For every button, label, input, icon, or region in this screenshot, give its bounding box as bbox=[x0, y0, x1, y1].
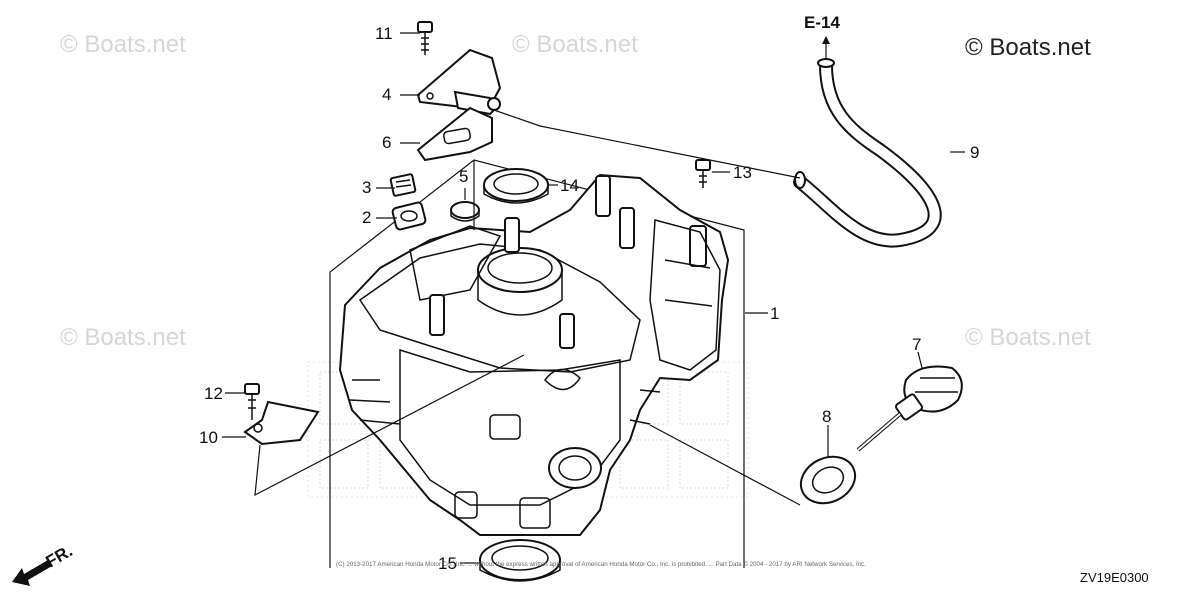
crankcase-assembly bbox=[338, 173, 730, 536]
watermark-mid-right: © Boats.net bbox=[965, 324, 1091, 351]
grommet-2 bbox=[391, 201, 427, 231]
gasket-6 bbox=[416, 106, 493, 162]
oil-seal-14 bbox=[483, 168, 549, 204]
callout-2: 2 bbox=[362, 208, 371, 227]
watermark-top-left: © Boats.net bbox=[60, 31, 186, 58]
callout-12: 12 bbox=[204, 384, 223, 403]
oil-seal-15 bbox=[479, 539, 561, 582]
breather-tube-9 bbox=[793, 58, 942, 248]
callout-6: 6 bbox=[382, 133, 391, 152]
callout-8: 8 bbox=[822, 407, 831, 426]
callout-13: 13 bbox=[733, 163, 752, 182]
callout-15: 15 bbox=[438, 554, 457, 573]
watermark-top-center: © Boats.net bbox=[512, 31, 638, 58]
plug-5 bbox=[450, 201, 480, 222]
callout-5: 5 bbox=[459, 167, 468, 186]
callout-9: 9 bbox=[970, 143, 979, 162]
section-reference: E-14 bbox=[804, 13, 840, 32]
bolt-13 bbox=[695, 159, 711, 188]
callout-10: 10 bbox=[199, 428, 218, 447]
leader-lines bbox=[222, 32, 965, 564]
gasket-washer-8 bbox=[799, 455, 857, 505]
grommet-3 bbox=[389, 173, 417, 197]
bolt-11 bbox=[417, 21, 433, 55]
callout-14: 14 bbox=[560, 176, 579, 195]
oil-filler-cap-7 bbox=[856, 365, 963, 452]
callout-1: 1 bbox=[770, 304, 779, 323]
bracket-10 bbox=[243, 400, 320, 446]
arrow-front-icon bbox=[12, 560, 52, 586]
callout-4: 4 bbox=[382, 85, 391, 104]
bolt-12 bbox=[244, 383, 263, 433]
arrow-up-icon bbox=[822, 36, 830, 44]
watermark-mid-left: © Boats.net bbox=[60, 324, 186, 351]
callout-11: 11 bbox=[375, 24, 393, 43]
drawing-code: ZV19E0300 bbox=[1080, 570, 1149, 585]
watermark-top-right: © Boats.net bbox=[965, 34, 1091, 61]
callout-3: 3 bbox=[362, 178, 371, 197]
callout-7: 7 bbox=[912, 335, 921, 354]
bracket-4 bbox=[416, 48, 502, 116]
copyright-notice: (C) 2013-2017 American Honda Motor Co., … bbox=[336, 561, 866, 568]
front-direction-indicator: FR. bbox=[12, 541, 76, 586]
